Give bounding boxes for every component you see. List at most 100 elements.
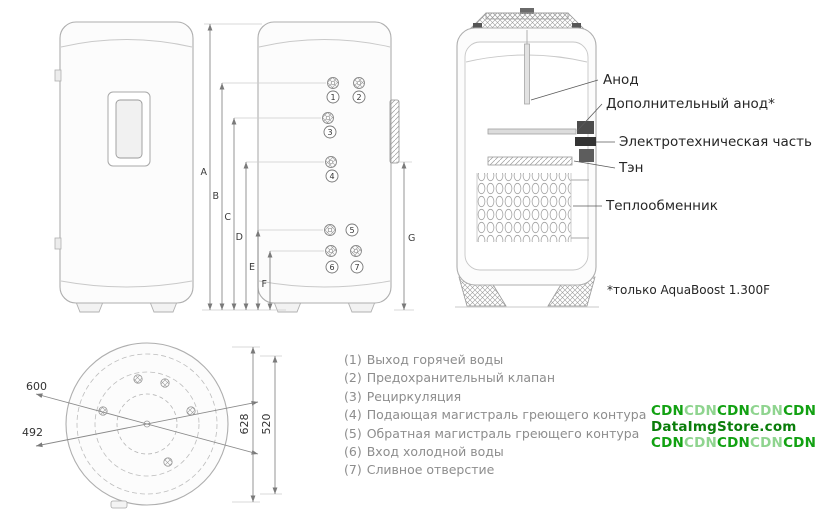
port-badge-5: 5	[345, 223, 359, 237]
watermark-cdn-token: CDN	[717, 435, 751, 451]
dim-label-C: C	[224, 212, 231, 223]
label-electrical: Электротехническая часть	[619, 134, 812, 150]
port-fitting	[186, 406, 196, 416]
connection-point-2	[353, 77, 365, 89]
watermark-cdn-row: CDNCDNCDNCDNCDN	[651, 403, 816, 419]
dim-label-G: G	[408, 233, 415, 244]
wall-rail-bracket	[389, 99, 400, 164]
legend-item: (2)Предохранительный клапан	[344, 369, 646, 387]
port-number: 4	[329, 172, 334, 181]
watermark-cdn-token: CDN	[684, 435, 718, 451]
legend-item: (7)Сливное отверстие	[344, 461, 646, 479]
connection-point-1	[327, 77, 339, 89]
additional-anode-rod	[487, 128, 577, 135]
legend-item-number: (6)	[344, 444, 362, 460]
watermark-site: DataImgStore.com	[651, 419, 797, 435]
cutaway-labels: Анод Дополнительный анод* Электротехниче…	[530, 72, 812, 297]
watermark-cdn-token: CDN	[651, 403, 685, 419]
watermark-cdn-token: CDN	[684, 403, 718, 419]
control-panel-window	[115, 99, 143, 159]
watermark-cdn-token: CDN	[783, 435, 817, 451]
footnote: *только AquaBoost 1.300F	[607, 283, 770, 297]
legend-item-number: (7)	[344, 462, 362, 478]
heating-element	[487, 156, 573, 166]
connection-point-7	[350, 245, 362, 257]
label-heat-exchanger: Теплообменник	[605, 198, 718, 214]
watermark-cdn-token: CDN	[717, 403, 751, 419]
connection-point-4	[325, 156, 337, 168]
legend-item: (5)Обратная магистраль греющего контура	[344, 425, 646, 443]
port-badge-7: 7	[350, 260, 364, 274]
legend-item-label: Подающая магистраль греющего контура	[366, 407, 647, 423]
port-number: 7	[354, 263, 359, 272]
connection-point-3	[322, 112, 334, 124]
port-badge-4: 4	[325, 169, 339, 183]
label-additional-anode: Дополнительный анод*	[606, 96, 775, 112]
port-number: 5	[349, 226, 354, 235]
dim-label-E: E	[249, 262, 255, 273]
dim-diameter-492: 492	[22, 426, 43, 439]
dim-label-B: B	[212, 191, 219, 202]
legend-item-label: Обратная магистраль греющего контура	[366, 425, 640, 441]
anode-rod	[524, 43, 530, 105]
port-fitting	[163, 457, 173, 467]
port-badge-2: 2	[352, 90, 366, 104]
legend-item: (1) Выход горячей воды	[344, 351, 646, 369]
dim-height-520: 520	[260, 414, 273, 435]
port-number: 2	[356, 93, 361, 102]
cutaway-view	[455, 8, 599, 308]
bottom-seam	[258, 280, 391, 288]
cap-bolt	[473, 23, 482, 30]
mount-bracket	[54, 237, 62, 250]
top-view: 600 492 628 520	[22, 342, 282, 509]
dim-height-628: 628	[238, 414, 251, 435]
legend-item-number: (1)	[344, 352, 362, 367]
connection-point-6	[325, 245, 337, 257]
label-heating-element: Тэн	[618, 160, 643, 176]
watermark-cdn-token: CDN	[651, 435, 685, 451]
watermark-cdn-token: CDN	[750, 403, 784, 419]
connection-point-5	[324, 224, 336, 236]
watermark: CDNCDNCDNCDNCDN DataImgStore.com CDNCDNC…	[651, 403, 816, 451]
port-fitting	[160, 378, 170, 388]
top-seam	[60, 39, 193, 48]
legend-item-number: (4)	[344, 407, 362, 423]
cap-bolt	[572, 23, 581, 30]
dim-label-F: F	[262, 279, 267, 290]
watermark-cdn-token: CDN	[783, 403, 817, 419]
legend-item: (4)Подающая магистраль греющего контура	[344, 406, 646, 424]
port-badge-1: 1	[326, 90, 340, 104]
bottom-seam	[60, 280, 193, 288]
legend: (1) Выход горячей воды (2)Предохранительн…	[344, 351, 646, 480]
legend-item-label: Вход холодной воды	[366, 444, 504, 460]
watermark-cdn-token: CDN	[750, 435, 784, 451]
rear-view: 1 2 3 4 5 6 7	[257, 21, 400, 313]
watermark-cdn-row: CDNCDNCDNCDNCDN	[651, 435, 816, 451]
legend-item-label: Предохранительный клапан	[366, 370, 555, 386]
top-seam	[258, 39, 391, 48]
label-anode: Анод	[603, 72, 639, 88]
dim-label-A: A	[201, 167, 208, 178]
heat-exchanger-coil	[476, 173, 589, 242]
legend-item: (3)Рециркуляция	[344, 388, 646, 406]
legend-item-number: (5)	[344, 425, 362, 441]
legend-item-number: (2)	[344, 370, 362, 386]
port-badge-6: 6	[325, 260, 339, 274]
port-number: 6	[329, 263, 334, 272]
tank-body	[257, 21, 392, 304]
port-number: 3	[327, 128, 332, 137]
port-badge-3: 3	[323, 125, 337, 139]
top-knob	[520, 8, 534, 14]
legend-item: (6)Вход холодной воды	[344, 443, 646, 461]
legend-item-label: Рециркуляция	[366, 388, 462, 404]
height-dimensions: A B C D E F G	[201, 23, 415, 311]
dim-label-D: D	[236, 232, 243, 243]
legend-item-label: Выход горячей воды	[366, 352, 504, 367]
base-tab	[110, 500, 128, 509]
mount-bracket	[54, 69, 62, 82]
electrical-unit	[575, 121, 596, 162]
port-fitting	[133, 374, 143, 384]
dim-diameter-600: 600	[26, 380, 47, 393]
